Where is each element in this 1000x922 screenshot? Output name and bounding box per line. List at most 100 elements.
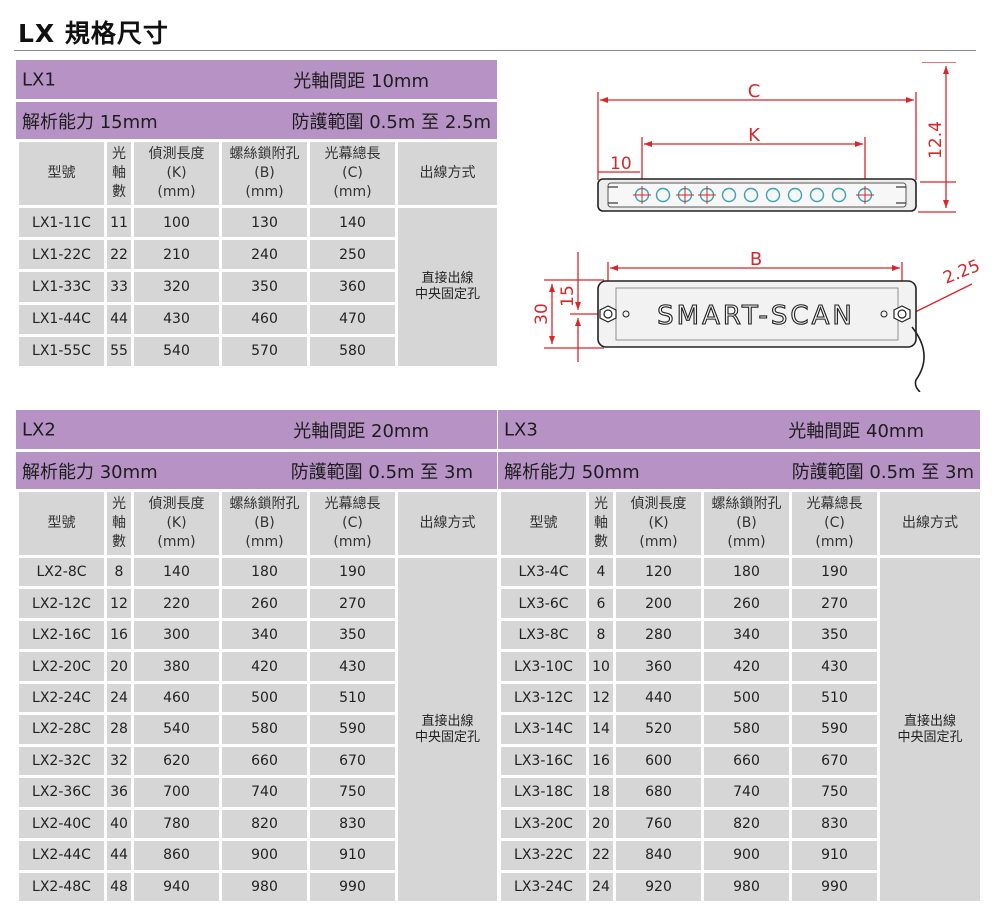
axes-cell: 20	[586, 806, 616, 842]
total-length-cell: 270	[789, 586, 880, 621]
header-axes-line: 光	[112, 496, 126, 512]
header-axes: 光軸數	[104, 489, 134, 558]
series-subheader: 解析能力 15mm 防護範圍 0.5m 至 2.5m	[16, 102, 497, 139]
total-length-cell: 670	[307, 743, 398, 779]
screw-hole-cell: 820	[219, 806, 310, 842]
header-axes-line: 光	[112, 146, 126, 162]
total-length-cell: 510	[307, 680, 398, 716]
total-length-cell: 430	[307, 649, 398, 684]
header-output: 出線方式	[877, 489, 983, 558]
header-model: 型號	[16, 489, 107, 558]
header-screw-hole-line: (mm)	[245, 184, 284, 200]
screw-hole-cell: 260	[219, 586, 310, 621]
resolution: 解析能力 15mm	[22, 111, 158, 133]
total-length-cell: 990	[789, 869, 880, 905]
detect-length-cell: 540	[131, 333, 222, 370]
model-cell: LX1-55C	[16, 333, 107, 370]
total-length-cell: 140	[307, 204, 398, 241]
header-total-length-line: 光幕總長	[324, 146, 381, 162]
model-cell: LX2-16C	[16, 617, 107, 653]
axes-cell: 12	[586, 680, 616, 716]
header-axes: 光軸數	[104, 139, 134, 208]
header-row: 型號光軸數偵測長度(K)(mm)螺絲鎖附孔(B)(mm)光幕總長(C)(mm)出…	[498, 489, 983, 558]
model-cell: LX3-12C	[498, 680, 589, 716]
header-output: 出線方式	[395, 489, 500, 558]
screw-hole-cell: 180	[219, 554, 310, 590]
screw-hole-cell: 180	[701, 554, 792, 590]
spec-grid: 型號光軸數偵測長度(K)(mm)螺絲鎖附孔(B)(mm)光幕總長(C)(mm)出…	[498, 489, 983, 905]
detect-length-cell: 440	[613, 680, 704, 716]
series-header: LX1 光軸間距 10mm	[16, 60, 497, 99]
detect-length-cell: 520	[613, 712, 704, 747]
total-length-cell: 270	[307, 586, 398, 621]
detect-length-cell: 680	[613, 775, 704, 810]
detect-length-cell: 320	[131, 269, 222, 305]
dimension-diagram: C K 10 B 12.4 30 15 2.25 SMART-SCAN	[532, 62, 983, 392]
detect-length-cell: 430	[131, 301, 222, 337]
axes-cell: 36	[104, 775, 134, 810]
total-length-cell: 910	[307, 838, 398, 873]
axes-cell: 44	[104, 838, 134, 873]
screw-hole-cell: 240	[219, 237, 310, 273]
header-detect-length-line: 偵測長度	[148, 146, 205, 162]
output-method: 直接出線中央固定孔	[877, 555, 983, 904]
header-total-length: 光幕總長(C)(mm)	[307, 139, 398, 208]
header-axes-line: 數	[112, 534, 126, 550]
detect-length-cell: 940	[131, 869, 222, 905]
model-cell: LX3-18C	[498, 775, 589, 810]
header-model: 型號	[16, 139, 107, 208]
axes-cell: 40	[104, 806, 134, 842]
output-method-line: 中央固定孔	[414, 287, 480, 302]
lx3-spec-table: LX3 光軸間距 40mm 解析能力 50mm 防護範圍 0.5m 至 3m 型…	[498, 410, 983, 905]
beam-pitch: 光軸間距 40mm	[788, 420, 924, 442]
series-name: LX1	[22, 69, 56, 90]
model-cell: LX1-22C	[16, 237, 107, 273]
dimension-2-25-label: 2.25	[940, 256, 983, 289]
model-cell: LX2-12C	[16, 586, 107, 621]
screw-hole-cell: 740	[701, 775, 792, 810]
header-axes: 光軸數	[586, 489, 616, 558]
detect-length-cell: 120	[613, 554, 704, 590]
series-subheader: 解析能力 50mm 防護範圍 0.5m 至 3m	[498, 452, 980, 489]
dimension-30-label: 30	[532, 303, 552, 325]
total-length-cell: 470	[307, 301, 398, 337]
detect-length-cell: 760	[613, 806, 704, 842]
header-total-length-line: (mm)	[815, 534, 854, 550]
dimension-b-label: B	[750, 249, 762, 270]
total-length-cell: 350	[789, 617, 880, 653]
screw-hole-cell: 980	[701, 869, 792, 905]
screw-hole-cell: 660	[219, 743, 310, 779]
header-axes-line: 軸	[112, 165, 126, 181]
total-length-cell: 750	[307, 775, 398, 810]
header-screw-hole: 螺絲鎖附孔(B)(mm)	[219, 139, 310, 208]
lx2-spec-table: LX2 光軸間距 20mm 解析能力 30mm 防護範圍 0.5m 至 3m 型…	[16, 410, 500, 905]
model-cell: LX3-4C	[498, 554, 589, 590]
axes-cell: 48	[104, 869, 134, 905]
header-total-length: 光幕總長(C)(mm)	[789, 489, 880, 558]
header-screw-hole-line: 螺絲鎖附孔	[711, 496, 782, 512]
axes-cell: 16	[104, 617, 134, 653]
axes-cell: 55	[104, 333, 134, 370]
model-cell: LX1-44C	[16, 301, 107, 337]
lx1-spec-table: LX1 光軸間距 10mm 解析能力 15mm 防護範圍 0.5m 至 2.5m…	[16, 60, 500, 370]
total-length-cell: 670	[789, 743, 880, 779]
screw-hole-cell: 570	[219, 333, 310, 370]
header-axes-line: 數	[112, 184, 126, 200]
total-length-cell: 910	[789, 838, 880, 873]
axes-cell: 32	[104, 743, 134, 779]
header-total-length: 光幕總長(C)(mm)	[307, 489, 398, 558]
total-length-cell: 830	[789, 806, 880, 842]
dimension-c-label: C	[748, 81, 761, 102]
